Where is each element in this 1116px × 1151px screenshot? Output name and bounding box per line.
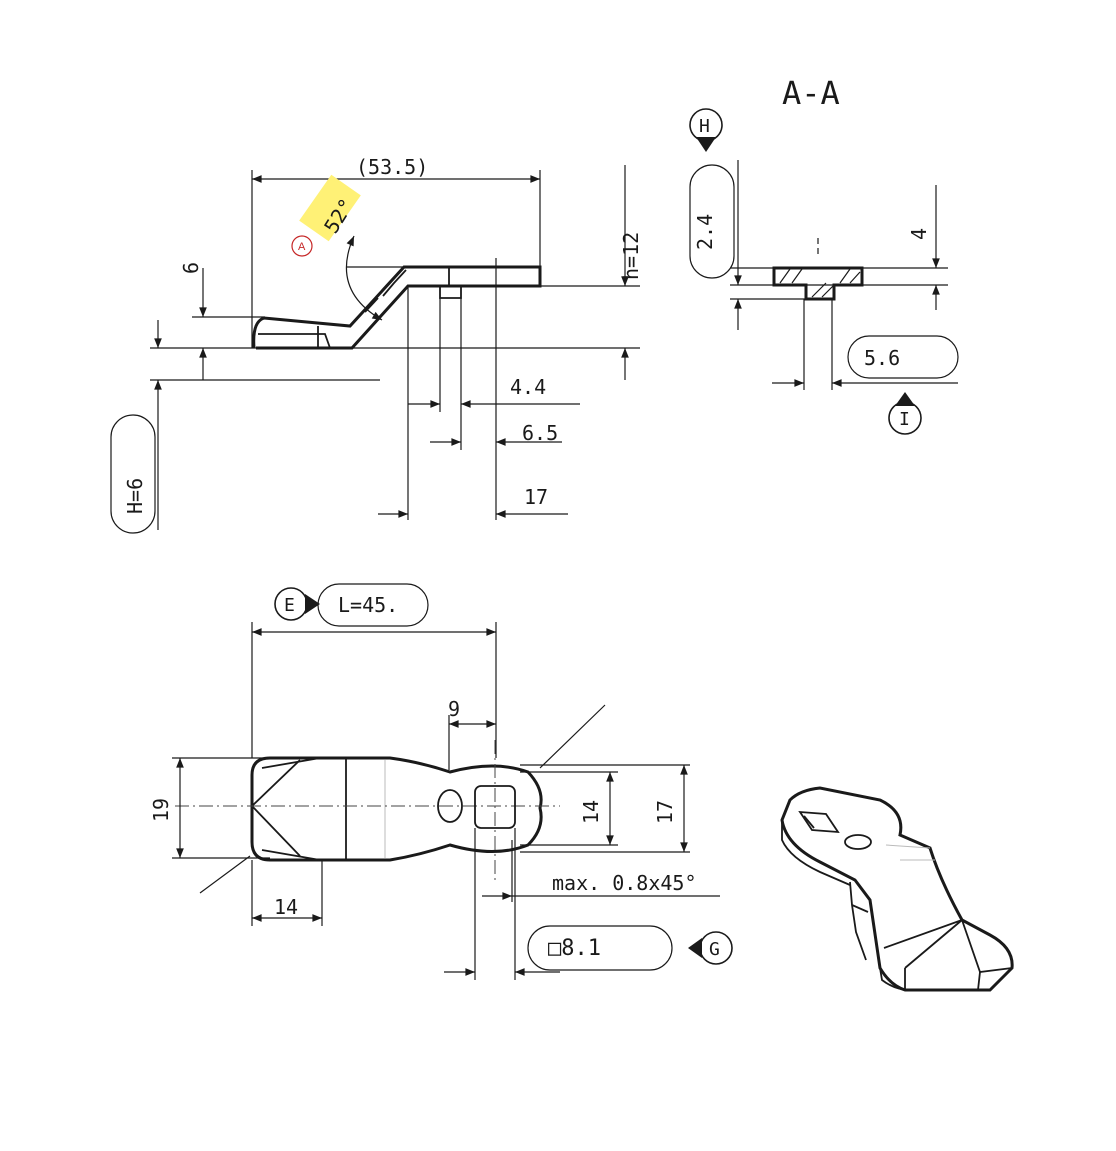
offset-6-label: 6 [179, 262, 203, 274]
oval-hole [437, 789, 463, 823]
section-view: H 2.4 4 5.6 I [689, 108, 959, 435]
section-title: A-A [782, 74, 840, 112]
marker-E-label: E [284, 595, 295, 616]
dim-2-4-label: 2.4 [693, 214, 717, 250]
L-box [317, 583, 429, 627]
marker-H-label: H [699, 116, 710, 137]
dim-4-4-label: 4.4 [510, 375, 546, 399]
H-box-label: H=6 [123, 478, 147, 514]
dim-17-width-label: 17 [653, 800, 677, 824]
dim-14-tip-label: 14 [274, 895, 298, 919]
chamfer-label: max. 0.8x45° [552, 871, 697, 895]
side-view-dimension-lines [150, 165, 640, 530]
marker-A-circle [291, 235, 313, 257]
dim-2-4-box [689, 164, 735, 279]
L-box-label: L=45. [338, 593, 398, 617]
dim-5-6-box [847, 335, 959, 379]
iso-oval-hole [844, 834, 872, 850]
top-view: E L=45. [149, 583, 733, 980]
angle-highlight [299, 174, 361, 242]
marker-H-pointer [696, 137, 716, 152]
marker-G-pointer [688, 938, 702, 958]
top-view-part-outline [175, 704, 606, 894]
section-dimension-lines [730, 160, 958, 390]
square-hole-label: □8.1 [548, 936, 601, 961]
side-view: (53.5) 52° A 6 h=12 4.4 6.5 17 H=6 [110, 155, 643, 534]
dim-6-5-label: 6.5 [522, 421, 558, 445]
overall-length-label: (53.5) [356, 155, 428, 179]
marker-I-pointer [895, 392, 915, 406]
dim-17-label: 17 [524, 485, 548, 509]
square-hole-box [527, 925, 673, 971]
top-view-dimension-lines [172, 622, 720, 980]
square-hole [474, 785, 516, 829]
marker-A-label: A [298, 241, 306, 253]
marker-G-label: G [709, 939, 720, 960]
marker-I-label: I [899, 409, 910, 430]
dim-4-label: 4 [907, 228, 931, 240]
isometric-view [780, 786, 1014, 992]
H-box [110, 414, 156, 534]
dim-5-6-label: 5.6 [864, 346, 900, 370]
side-view-part-outline [252, 265, 542, 350]
dim-14-hole-label: 14 [579, 800, 603, 824]
marker-E-pointer [305, 594, 320, 614]
height-h-label: h=12 [619, 232, 643, 280]
dim-9-label: 9 [448, 697, 460, 721]
dim-19-label: 19 [149, 798, 173, 822]
